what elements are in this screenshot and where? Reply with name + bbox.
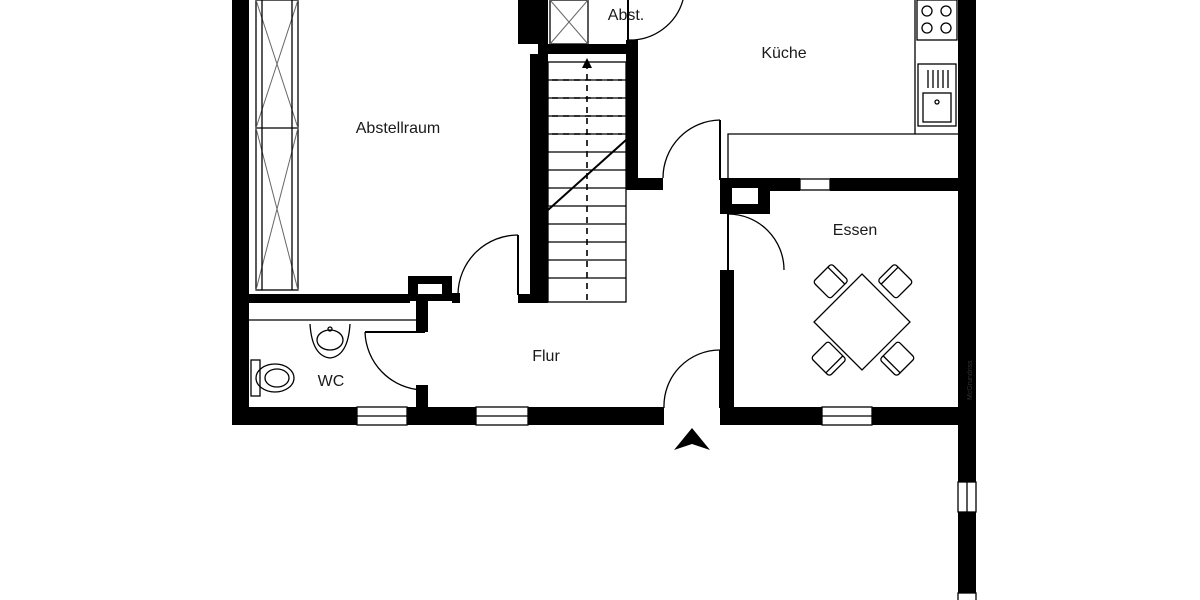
doors	[364, 0, 785, 409]
chair-icon	[878, 264, 913, 299]
stove-icon	[916, 0, 958, 41]
storage-shelves	[255, 0, 589, 291]
room-label-abstellraum: Abstellraum	[356, 120, 440, 137]
room-label-essen: Essen	[833, 222, 877, 239]
washbasin-icon	[309, 323, 351, 359]
entrance-arrow-icon	[674, 428, 710, 450]
chair-icon	[880, 341, 915, 376]
watermark: McGrundriss	[967, 360, 974, 400]
dining-table-icon	[813, 273, 911, 371]
room-label-wc: WC	[318, 373, 345, 390]
toilet-icon	[250, 359, 295, 397]
kitchen-sink-icon	[917, 63, 957, 127]
room-label-kueche: Küche	[761, 45, 806, 62]
staircase-icon	[547, 58, 627, 303]
walls	[232, 0, 976, 600]
kitchen-counter	[727, 0, 958, 178]
chair-icon	[811, 341, 846, 376]
room-label-flur: Flur	[532, 348, 560, 365]
windows	[356, 178, 977, 600]
room-label-abst: Abst.	[608, 7, 644, 24]
chair-icon	[813, 264, 848, 299]
